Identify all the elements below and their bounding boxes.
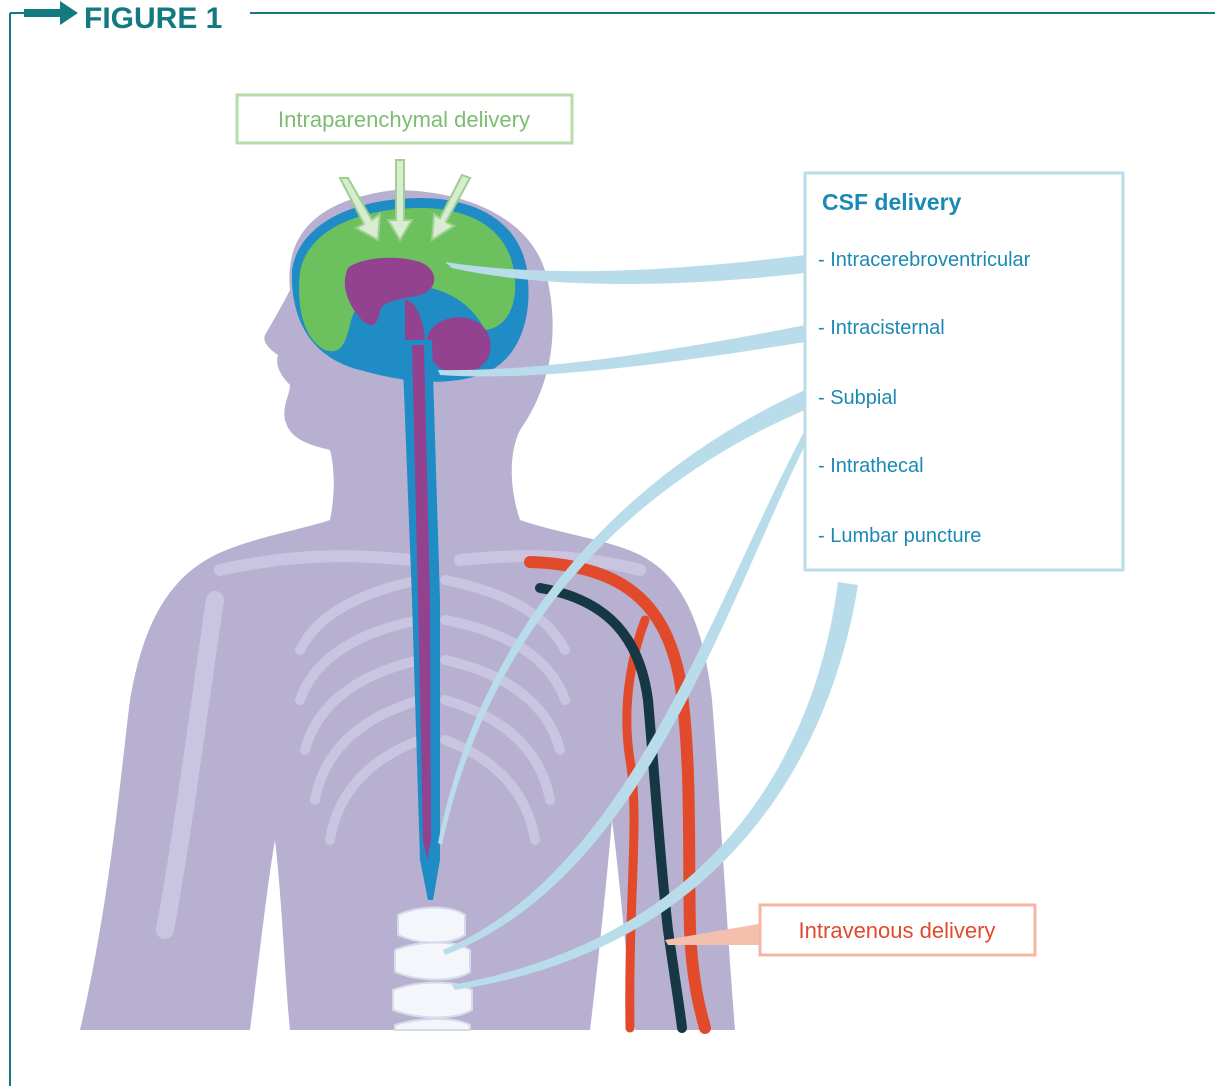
figure-title: FIGURE 1 <box>84 2 222 35</box>
intravenous-label: Intravenous delivery <box>760 905 1035 955</box>
cerebellum <box>427 317 491 373</box>
csf-item-intracerebroventricular: - Intracerebroventricular <box>818 249 1031 271</box>
vertebra-1 <box>398 908 465 943</box>
csf-heading: CSF delivery <box>822 189 962 215</box>
intraparenchymal-text: Intraparenchymal delivery <box>278 107 530 132</box>
csf-box-border <box>805 173 1123 570</box>
arrow-right-icon <box>24 1 78 25</box>
csf-item-intracisternal: - Intracisternal <box>818 317 945 339</box>
vertebrae <box>393 908 472 1031</box>
csf-delivery-box: CSF delivery - Intracerebroventricular -… <box>805 173 1123 570</box>
csf-item-subpial: - Subpial <box>818 387 897 409</box>
csf-item-intrathecal: - Intrathecal <box>818 455 924 477</box>
intraparenchymal-label: Intraparenchymal delivery <box>237 95 572 143</box>
csf-item-lumbar-puncture: - Lumbar puncture <box>818 525 981 547</box>
intraparenchymal-arrows <box>340 160 470 240</box>
intravenous-text: Intravenous delivery <box>799 918 996 943</box>
